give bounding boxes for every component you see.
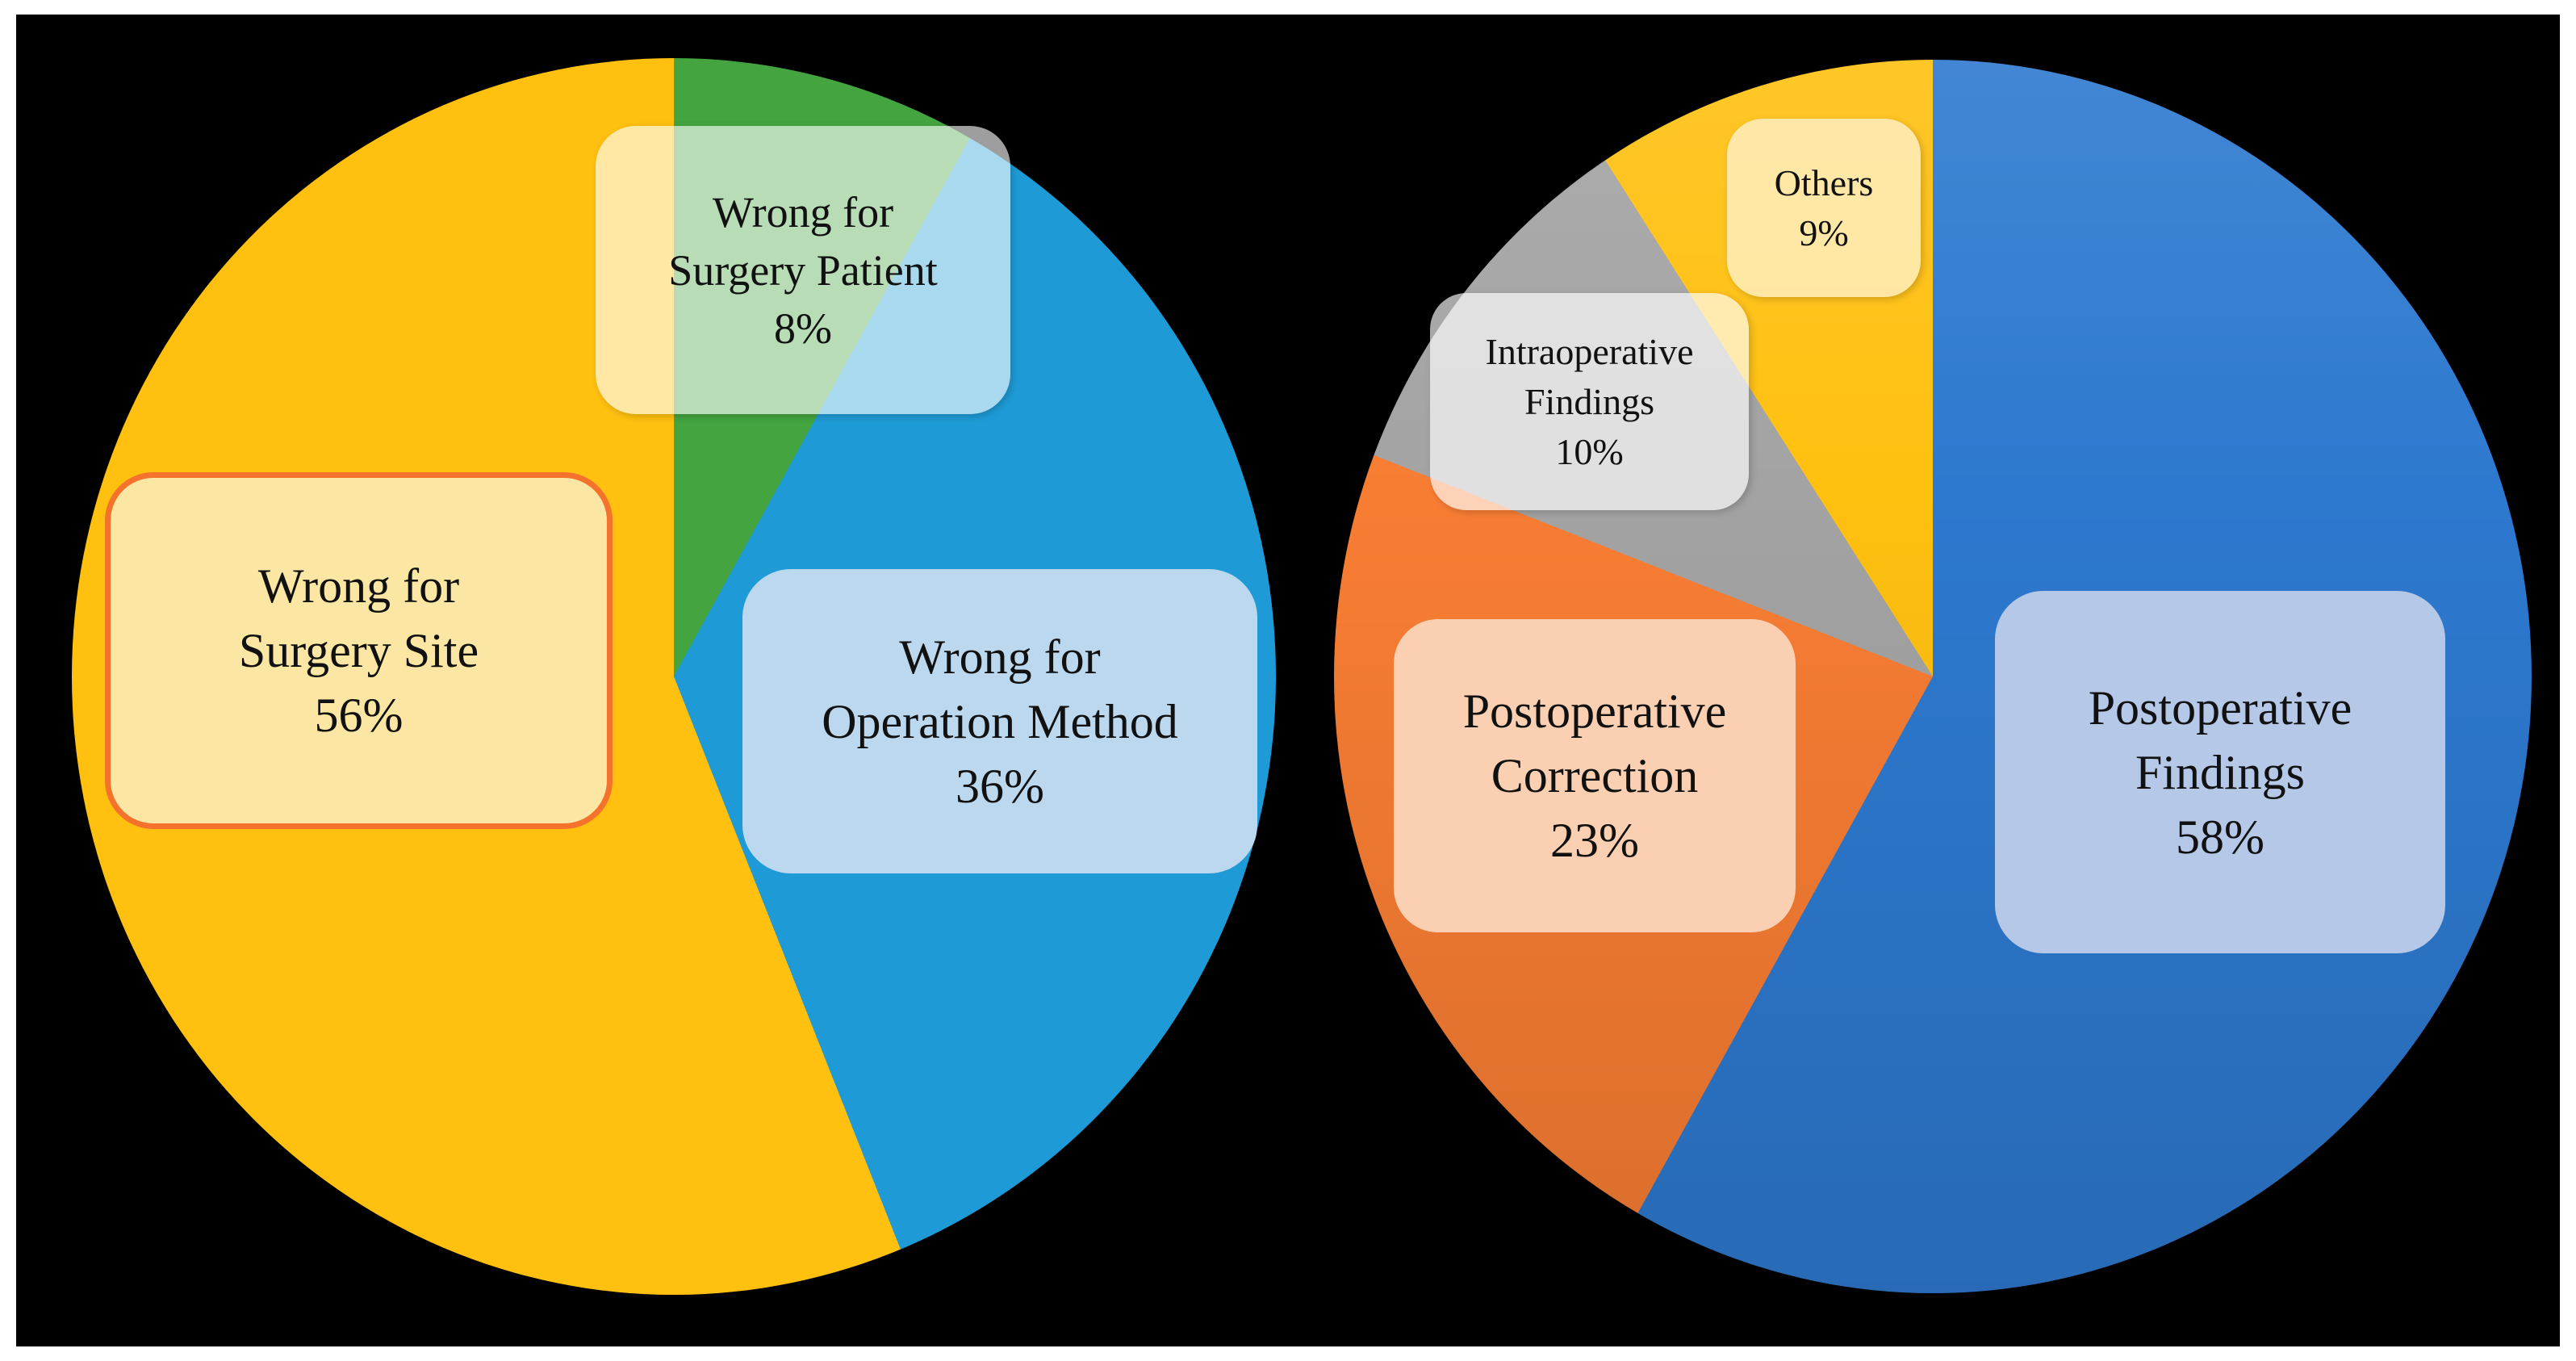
label-line: Wrong for (899, 630, 1101, 684)
label-percentage: 58% (2176, 810, 2264, 864)
label-percentage: 8% (774, 304, 832, 353)
label-line: Findings (2135, 745, 2306, 799)
label-box-wrong-operation-method: Wrong for Operation Method 36% (742, 569, 1257, 873)
label-line: Postoperative (2088, 680, 2352, 735)
label-percentage: 56% (314, 689, 404, 742)
label-line: Intraoperative (1485, 330, 1694, 372)
label-percentage: 36% (956, 759, 1044, 813)
label-percentage: 23% (1550, 814, 1639, 867)
label-line: Surgery Patient (668, 245, 938, 295)
label-line: Wrong for (712, 187, 894, 237)
label-box-postoperative-correction: Postoperative Correction 23% (1394, 619, 1796, 932)
label-line: Correction (1491, 749, 1699, 802)
label-line: Operation Method (822, 694, 1178, 748)
label-line: Postoperative (1462, 685, 1727, 738)
label-line: Wrong for (257, 559, 460, 613)
label-percentage: 9% (1799, 211, 1849, 253)
label-box-postoperative-findings: Postoperative Findings 58% (1995, 591, 2445, 953)
label-box-wrong-surgery-site: Wrong for Surgery Site 56% (105, 472, 613, 829)
label-percentage: 10% (1555, 430, 1624, 472)
label-box-intraoperative-findings: Intraoperative Findings 10% (1430, 293, 1749, 510)
label-box-wrong-surgery-patient: Wrong for Surgery Patient 8% (596, 126, 1010, 414)
label-line: Findings (1524, 380, 1655, 422)
label-line: Surgery Site (238, 624, 479, 677)
label-box-others: Others 9% (1727, 119, 1921, 297)
label-line: Others (1774, 161, 1874, 203)
